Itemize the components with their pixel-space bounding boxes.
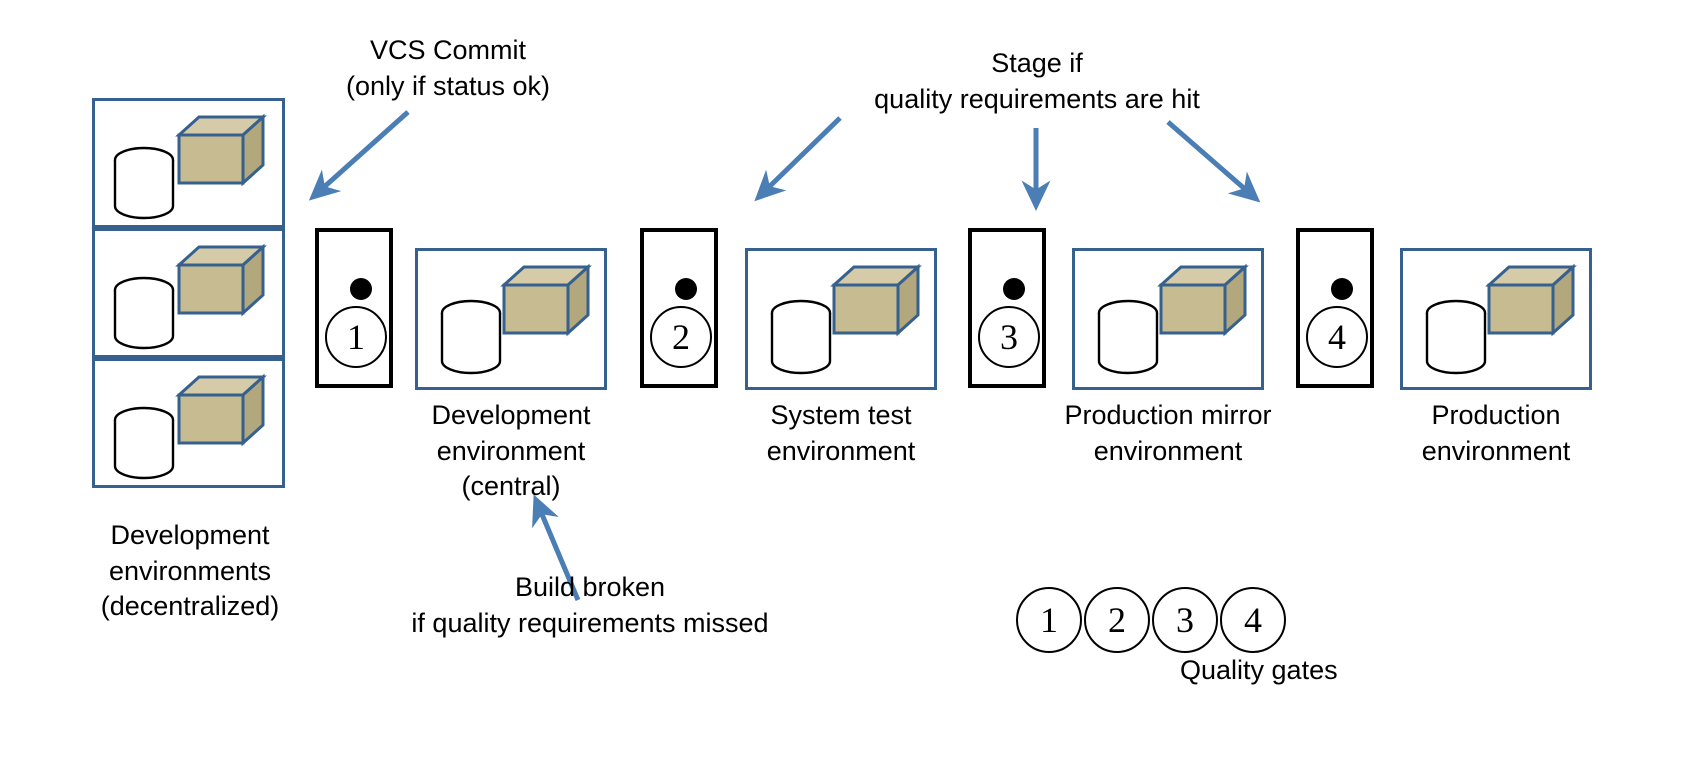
caption-development-decentralized: Development environments (decentralized) <box>100 520 280 622</box>
gate-status-dot-icon <box>675 278 697 300</box>
quality-gate-3[interactable]: 3 <box>968 228 1046 388</box>
env-box-development-central[interactable] <box>415 248 607 390</box>
package-cube-icon <box>175 373 267 447</box>
gate-status-dot-icon <box>1331 278 1353 300</box>
env-box-system-test[interactable] <box>745 248 937 390</box>
package-cube-icon <box>175 113 267 187</box>
package-cube-icon <box>1485 263 1577 337</box>
gate-status-dot-icon <box>350 278 372 300</box>
env-box-production[interactable] <box>1400 248 1592 390</box>
env-box-production-mirror[interactable] <box>1072 248 1264 390</box>
arrow-stage-system-test <box>754 116 842 202</box>
annotation-stage-if: Stage if quality requirements are hit <box>874 48 1200 114</box>
database-cylinder-icon <box>113 146 175 220</box>
quality-gate-4[interactable]: 4 <box>1296 228 1374 388</box>
annotation-build-broken: Build broken if quality requirements mis… <box>411 572 769 638</box>
annotation-vcs-commit: VCS Commit (only if status ok) <box>345 35 551 101</box>
caption-production-mirror: Production mirror environment <box>1064 400 1272 466</box>
quality-gate-2[interactable]: 2 <box>640 228 718 388</box>
caption-production: Production environment <box>1421 400 1571 466</box>
caption-system-test: System test environment <box>766 400 916 466</box>
package-cube-icon <box>500 263 592 337</box>
legend-gate-circle-4: 4 <box>1220 587 1286 653</box>
database-cylinder-icon <box>1425 299 1487 375</box>
quality-gate-1[interactable]: 1 <box>315 228 393 388</box>
env-box-development-decentralized-2[interactable] <box>92 228 285 358</box>
database-cylinder-icon <box>770 299 832 375</box>
caption-development-central: Development environment (central) <box>431 400 591 502</box>
gate-number-1: 1 <box>325 306 387 368</box>
package-cube-icon <box>830 263 922 337</box>
arrow-stage-production <box>1166 120 1261 203</box>
env-box-development-decentralized-3[interactable] <box>92 358 285 488</box>
package-cube-icon <box>175 243 267 317</box>
database-cylinder-icon <box>113 406 175 480</box>
gate-number-2: 2 <box>650 306 712 368</box>
gate-number-3: 3 <box>978 306 1040 368</box>
env-box-development-decentralized-1[interactable] <box>92 98 285 228</box>
legend-title: Quality gates <box>1180 655 1338 685</box>
database-cylinder-icon <box>440 299 502 375</box>
legend-gate-circle-2: 2 <box>1084 587 1150 653</box>
legend-gate-circle-1: 1 <box>1016 587 1082 653</box>
gate-status-dot-icon <box>1003 278 1025 300</box>
legend-gate-circle-3: 3 <box>1152 587 1218 653</box>
arrow-vcs-commit <box>308 110 410 201</box>
package-cube-icon <box>1157 263 1249 337</box>
database-cylinder-icon <box>1097 299 1159 375</box>
database-cylinder-icon <box>113 276 175 350</box>
gate-number-4: 4 <box>1306 306 1368 368</box>
